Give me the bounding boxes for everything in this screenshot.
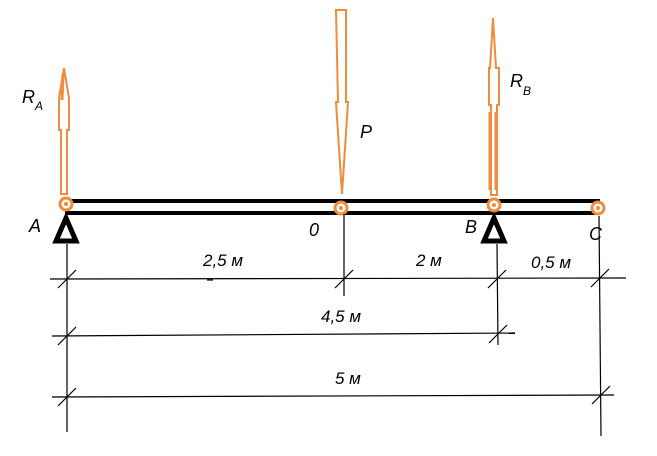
dimension-2m: 2 м	[415, 251, 442, 270]
force-ra-arrow	[58, 67, 70, 195]
support-a	[52, 211, 80, 244]
dimension-4-5m: 4,5 м	[321, 307, 361, 326]
label-rb-subscript: B	[523, 84, 531, 98]
extension-lines	[66, 214, 602, 437]
dimension-2-5m: 2,5 м	[202, 251, 243, 270]
label-point-a: A	[28, 216, 41, 236]
force-p-arrow	[334, 9, 350, 195]
support-b	[480, 211, 508, 244]
label-rb: R	[510, 71, 523, 91]
dimension-ticks	[57, 268, 611, 407]
label-ra-subscript: A	[34, 99, 43, 113]
label-point-c: C	[589, 224, 603, 244]
label-ra: R	[22, 87, 35, 107]
label-p: P	[360, 122, 372, 142]
dimension-0-5m: 0,5 м	[531, 253, 571, 272]
force-rb-arrow	[488, 17, 500, 196]
dimension-lines	[49, 277, 627, 398]
label-point-b: B	[465, 217, 477, 237]
beam	[65, 199, 600, 215]
dimension-5m: 5 м	[335, 369, 361, 388]
label-point-o: 0	[309, 220, 319, 240]
